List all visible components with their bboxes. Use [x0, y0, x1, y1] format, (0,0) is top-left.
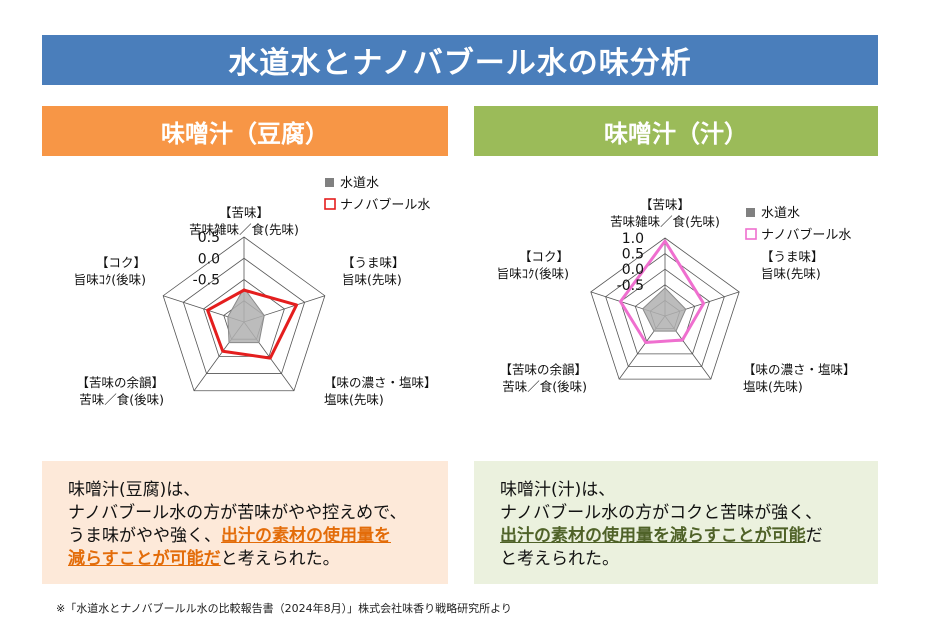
note-box-tofu: 味噌汁(豆腐)は、 ナノバブール水の方が苦味がやや控えめで、 うま味がやや強く、…: [42, 461, 448, 584]
legend-swatch: [324, 198, 336, 210]
radar-axis-tag: 【味の濃さ・塩味】: [324, 375, 437, 390]
radar-axis-label: 旨味(先味): [342, 272, 402, 287]
note-line: 出汁の素材の使用量を減らすことが可能だ: [500, 525, 858, 548]
radar-grid-ring: [203, 279, 285, 357]
radar-axis-tag: 【コク】: [96, 255, 146, 270]
radar-axis-label: 旨味(先味): [761, 266, 821, 281]
radar-grid-ring: [162, 236, 326, 392]
note-line: ナノバブール水の方が苦味がやや控えめで、: [68, 503, 407, 523]
radar-axis-tag: 【苦味の余韻】: [499, 362, 587, 377]
radar-chart-tofu: 0.5 0.0 -0.5 【苦味】苦味雑味／食(先味) 【うま味】旨味(先味) 【味の濃さ…: [74, 176, 437, 407]
note-highlight: 減らすことが可能だ: [68, 549, 221, 569]
radar-axis-tag: 【味の濃さ・塩味】: [743, 362, 856, 377]
legend-swatch: [745, 228, 757, 240]
radar-axis-tag: 【苦味】: [219, 205, 269, 220]
note-line: うま味がやや強く、出汁の素材の使用量を: [68, 525, 428, 548]
page-title: 水道水とナノバブール水の味分析: [42, 35, 878, 85]
radar-tick-label: 0.0: [198, 251, 220, 267]
note-text: だ: [805, 526, 823, 546]
radar-axis-label: 苦味／食(後味): [502, 379, 587, 394]
note-highlight: 出汁の素材の使用量を: [221, 526, 391, 546]
legend-label: ナノバブール水: [761, 227, 851, 243]
radar-axis-tag: 【うま味】: [342, 255, 405, 270]
radar-tick-label: 0.5: [198, 230, 220, 246]
note-line: ナノバブール水の方がコクと苦味が強く、: [500, 503, 823, 523]
radar-tick-label: -0.5: [617, 278, 644, 294]
note-line: 味噌汁(豆腐)は、: [68, 480, 201, 500]
radar-tick-label: 1.0: [622, 231, 644, 247]
legend-label: ナノバブール水: [340, 197, 430, 213]
radar-axis-tag: 【苦味】: [640, 197, 690, 212]
panel-header-soup: 味噌汁（汁）: [474, 106, 878, 156]
radar-axis-label: 旨味ｺｸ(後味): [497, 266, 569, 281]
radar-grid-ring: [620, 268, 710, 355]
radar-axis-tag: 【コク】: [519, 249, 569, 264]
series-area-tap-water: [227, 287, 265, 344]
radar-axis-label: 苦味／食(後味): [79, 392, 164, 407]
note-line: と考えられた。: [500, 549, 619, 569]
radar-axis-label: 苦味雑味／食(先味): [189, 222, 299, 237]
note-box-soup: 味噌汁(汁)は、 ナノバブール水の方がコクと苦味が強く、 出汁の素材の使用量を減…: [474, 461, 878, 584]
note-text: うま味がやや強く、: [68, 526, 221, 546]
note-line: 減らすことが可能だと考えられた。: [68, 548, 428, 571]
legend-label: 水道水: [761, 206, 800, 221]
radar-axis-label: 塩味(先味): [743, 379, 803, 394]
source-footnote: ※「水道水とナノバブールル水の比較報告書（2024年8月）」株式会社味香り戦略研…: [56, 602, 512, 615]
series-line-nanobubble-water: [206, 288, 299, 360]
radar-axis-label: 旨味ｺｸ(後味): [74, 272, 146, 287]
note-highlight: 出汁の素材の使用量を減らすことが可能: [500, 526, 806, 546]
panel-header-tofu: 味噌汁（豆腐）: [42, 106, 448, 156]
legend-label: 水道水: [340, 176, 379, 191]
legend-swatch: [325, 178, 334, 187]
legend-swatch: [746, 208, 755, 217]
series-area-tap-water: [642, 287, 687, 332]
series-line-nanobubble-water: [618, 239, 706, 345]
note-text: と考えられた。: [220, 549, 340, 569]
radar-axis-tag: 【苦味の余韻】: [76, 375, 164, 390]
note-line: 味噌汁(汁)は、: [500, 480, 616, 500]
radar-axis-label: 塩味(先味): [324, 392, 384, 407]
radar-tick-label: 0.5: [622, 247, 644, 263]
radar-tick-label: -0.5: [193, 273, 220, 289]
radar-tick-label: 0.0: [622, 262, 644, 278]
radar-grid-ring: [182, 257, 306, 374]
radar-chart-soup: 1.00.50.0-0.5 【苦味】苦味雑味／食(先味) 【うま味】旨味(先味) 【味…: [497, 197, 856, 394]
radar-axis-tag: 【うま味】: [761, 249, 824, 264]
radar-grid-ring: [605, 253, 725, 367]
radar-axis-label: 苦味雑味／食(先味): [610, 214, 720, 229]
radar-grid-ring: [590, 237, 740, 380]
